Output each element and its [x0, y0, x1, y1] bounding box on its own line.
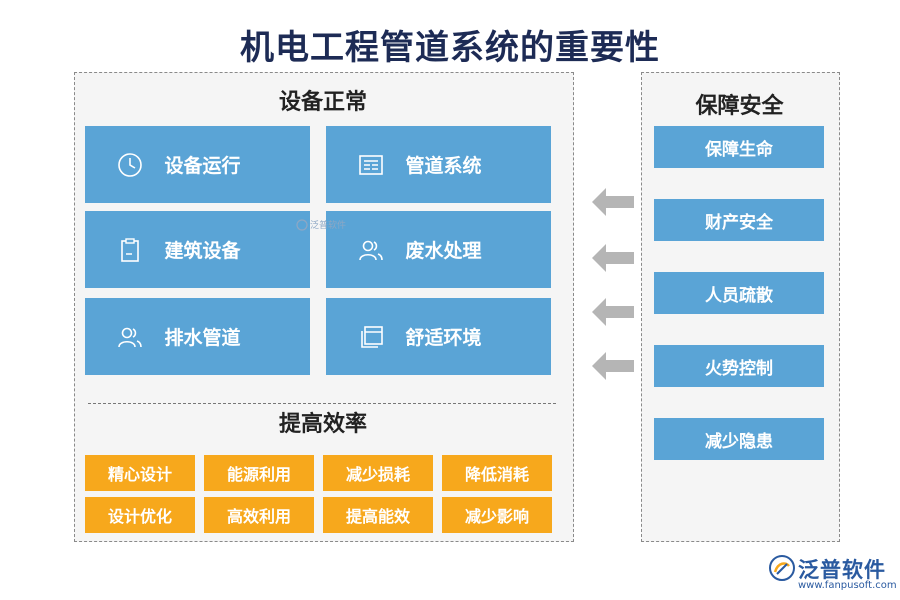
users-icon: [359, 240, 383, 260]
card-equipment-operation: 设备运行: [85, 126, 310, 203]
left-arrow-icon: [592, 352, 634, 380]
left-arrow-icon: [592, 244, 634, 272]
card-label: 排水管道: [164, 327, 241, 349]
efficiency-item: 提高能效: [323, 497, 433, 533]
clipboard-icon: [121, 237, 139, 262]
page-title: 机电工程管道系统的重要性: [240, 28, 660, 68]
efficiency-item: 减少影响: [442, 497, 552, 533]
safety-item: 人员疏散: [654, 272, 824, 314]
left-arrow-icon: [592, 188, 634, 216]
efficiency-item: 设计优化: [85, 497, 195, 533]
document-list-icon: [359, 154, 383, 175]
card-comfortable-environment: 舒适环境: [326, 298, 551, 375]
windows-icon: [361, 325, 383, 348]
card-label: 设备运行: [164, 155, 241, 177]
section-divider: [88, 403, 556, 404]
card-wastewater-treatment: 废水处理: [326, 211, 551, 288]
card-pipeline-system: 管道系统: [326, 126, 551, 203]
safety-item: 减少隐患: [654, 418, 824, 460]
left-arrow-icon: [592, 298, 634, 326]
efficiency-item: 高效利用: [204, 497, 314, 533]
safety-section-title: 保障安全: [695, 94, 784, 119]
card-building-equipment: 建筑设备: [85, 211, 310, 288]
card-label: 舒适环境: [405, 327, 482, 349]
brand-url: www.fanpusoft.com: [798, 580, 897, 591]
safety-item: 火势控制: [654, 345, 824, 387]
card-drainage-pipeline: 排水管道: [85, 298, 310, 375]
safety-item: 保障生命: [654, 126, 824, 168]
watermark: 泛普软件: [296, 218, 346, 231]
efficiency-section-title: 提高效率: [278, 412, 367, 437]
efficiency-item: 能源利用: [204, 455, 314, 491]
card-label: 废水处理: [405, 240, 482, 262]
efficiency-item: 减少损耗: [323, 455, 433, 491]
brand-logo-icon: [769, 555, 795, 581]
safety-item: 财产安全: [654, 199, 824, 241]
clock-icon: [118, 152, 142, 177]
card-label: 管道系统: [405, 155, 482, 177]
efficiency-item: 降低消耗: [442, 455, 552, 491]
users-icon: [118, 327, 142, 347]
card-label: 建筑设备: [164, 240, 241, 262]
efficiency-item: 精心设计: [85, 455, 195, 491]
equipment-section-title: 设备正常: [278, 90, 367, 115]
brand-name: 泛普软件: [798, 558, 886, 582]
brand-logo: 泛普软件 www.fanpusoft.com: [768, 552, 897, 596]
watermark-logo-icon: [296, 218, 308, 231]
watermark-text: 泛普软件: [310, 221, 347, 231]
